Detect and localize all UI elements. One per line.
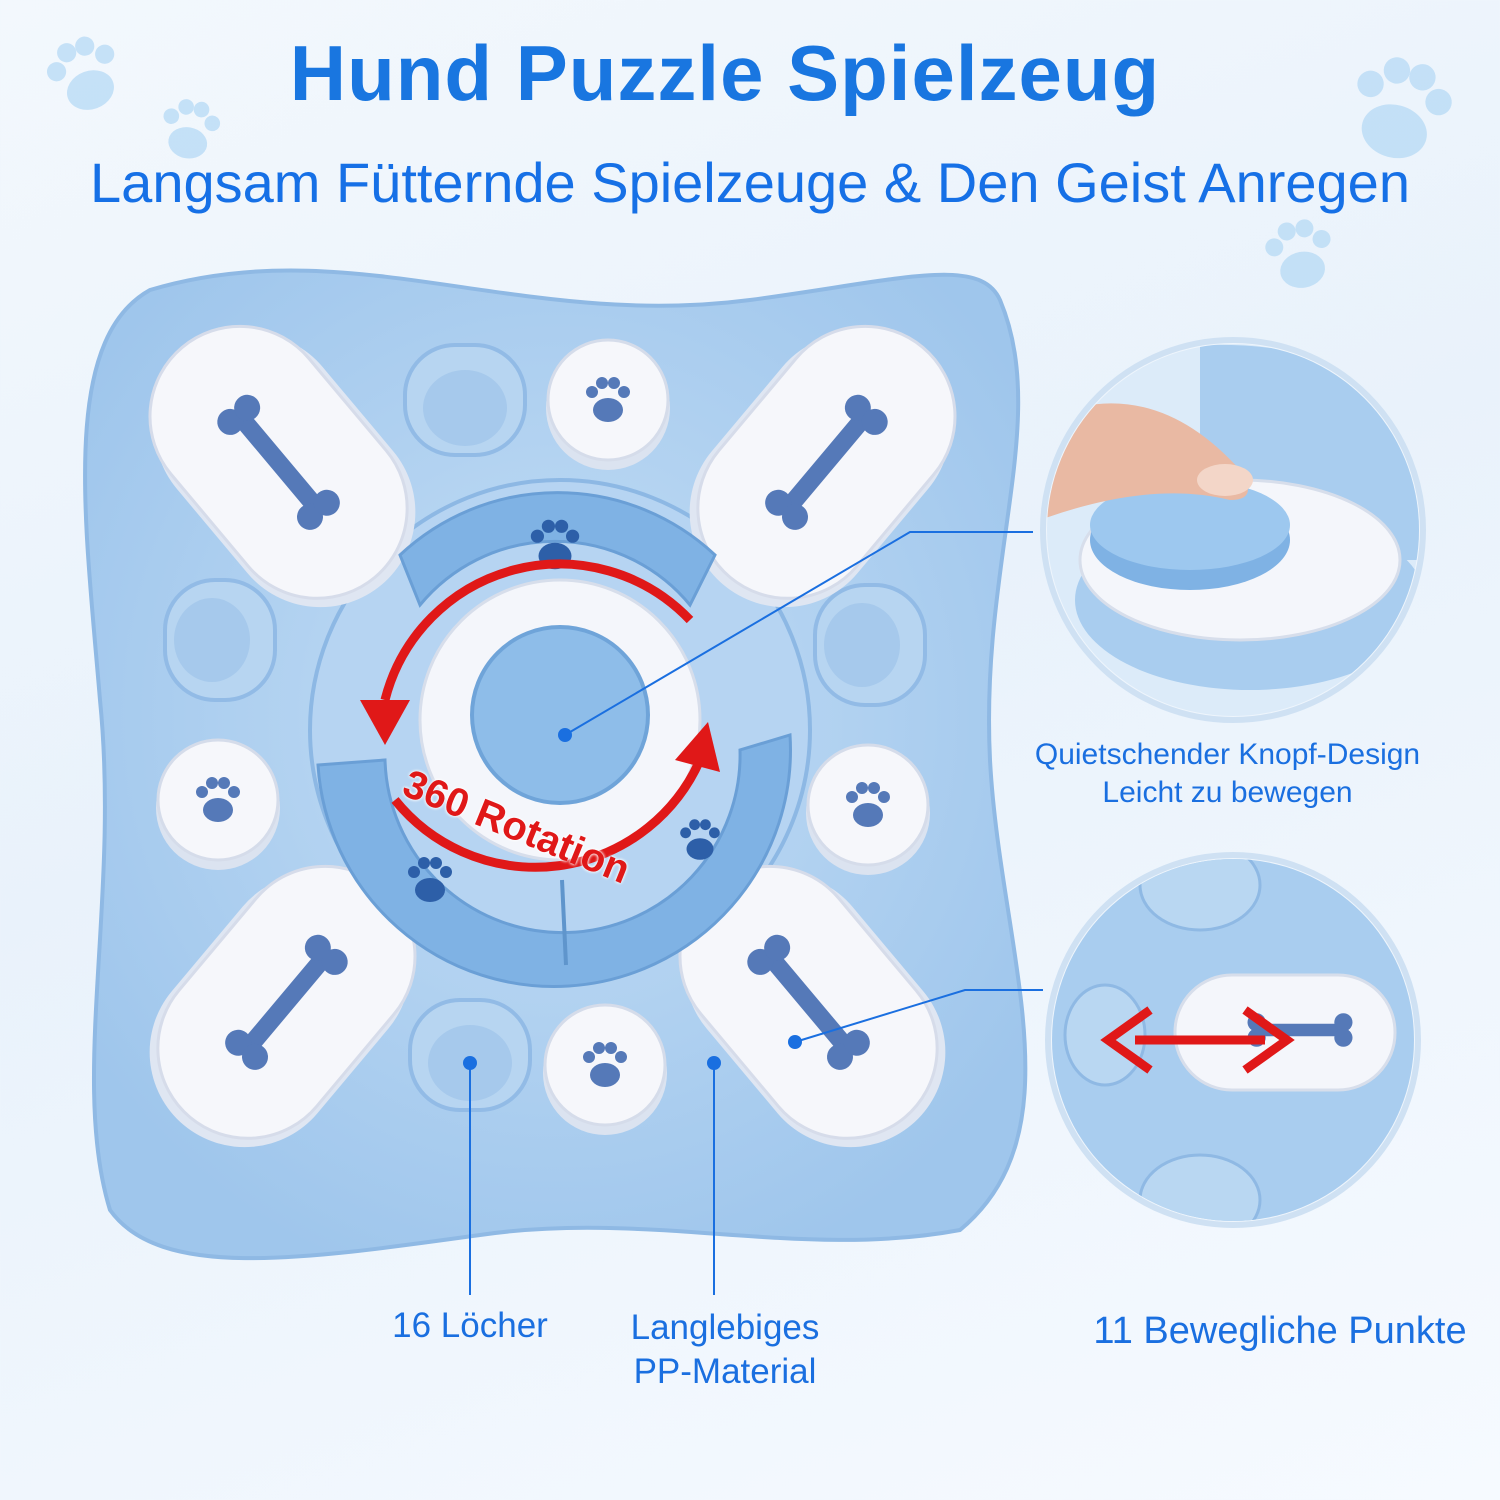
rotating-segment-top[interactable] [398,491,717,608]
detail-zoom-button [1040,337,1426,723]
callout-squeaker-line2: Leicht zu bewegen [1102,776,1353,809]
treat-hole[interactable] [403,343,527,457]
paw-button[interactable] [806,745,930,875]
page-title: Hund Puzzle Spielzeug [289,29,1161,117]
rotation-arrow-head [675,722,720,772]
detail-zoom-slider [1045,852,1421,1228]
callout-material-line1: Langlebiges [630,1308,820,1347]
treat-hole[interactable] [163,578,277,702]
page-subtitle: Langsam Fütternde Spielzeuge & Den Geist… [90,151,1410,214]
callout-material-line2: PP-Material [633,1352,817,1391]
callout-dot [463,728,802,1070]
puzzle-toy [83,268,1028,1261]
callout-squeaker-line1: Quietschender Knopf-Design [1034,738,1421,771]
squeaker-button[interactable] [470,625,650,805]
double-arrow-icon [1100,1006,1295,1074]
callout-leader-lines [469,531,1043,1295]
paw-button[interactable] [546,340,670,470]
paw-button[interactable] [543,1005,667,1135]
treat-hole[interactable] [813,583,927,707]
paw-button[interactable] [156,740,280,870]
rotation-arrow-icon [380,559,705,872]
callout-holes: 16 Löcher [392,1306,548,1345]
callout-squeaker: Quietschender Knopf-Design Leicht zu bew… [1005,736,1450,812]
rotation-arrow-head [360,700,410,745]
callout-movable-points: 11 Bewegliche Punkte [1093,1310,1467,1352]
rotating-segment-bottom[interactable] [316,733,792,988]
callout-material: Langlebiges PP-Material [590,1306,860,1394]
